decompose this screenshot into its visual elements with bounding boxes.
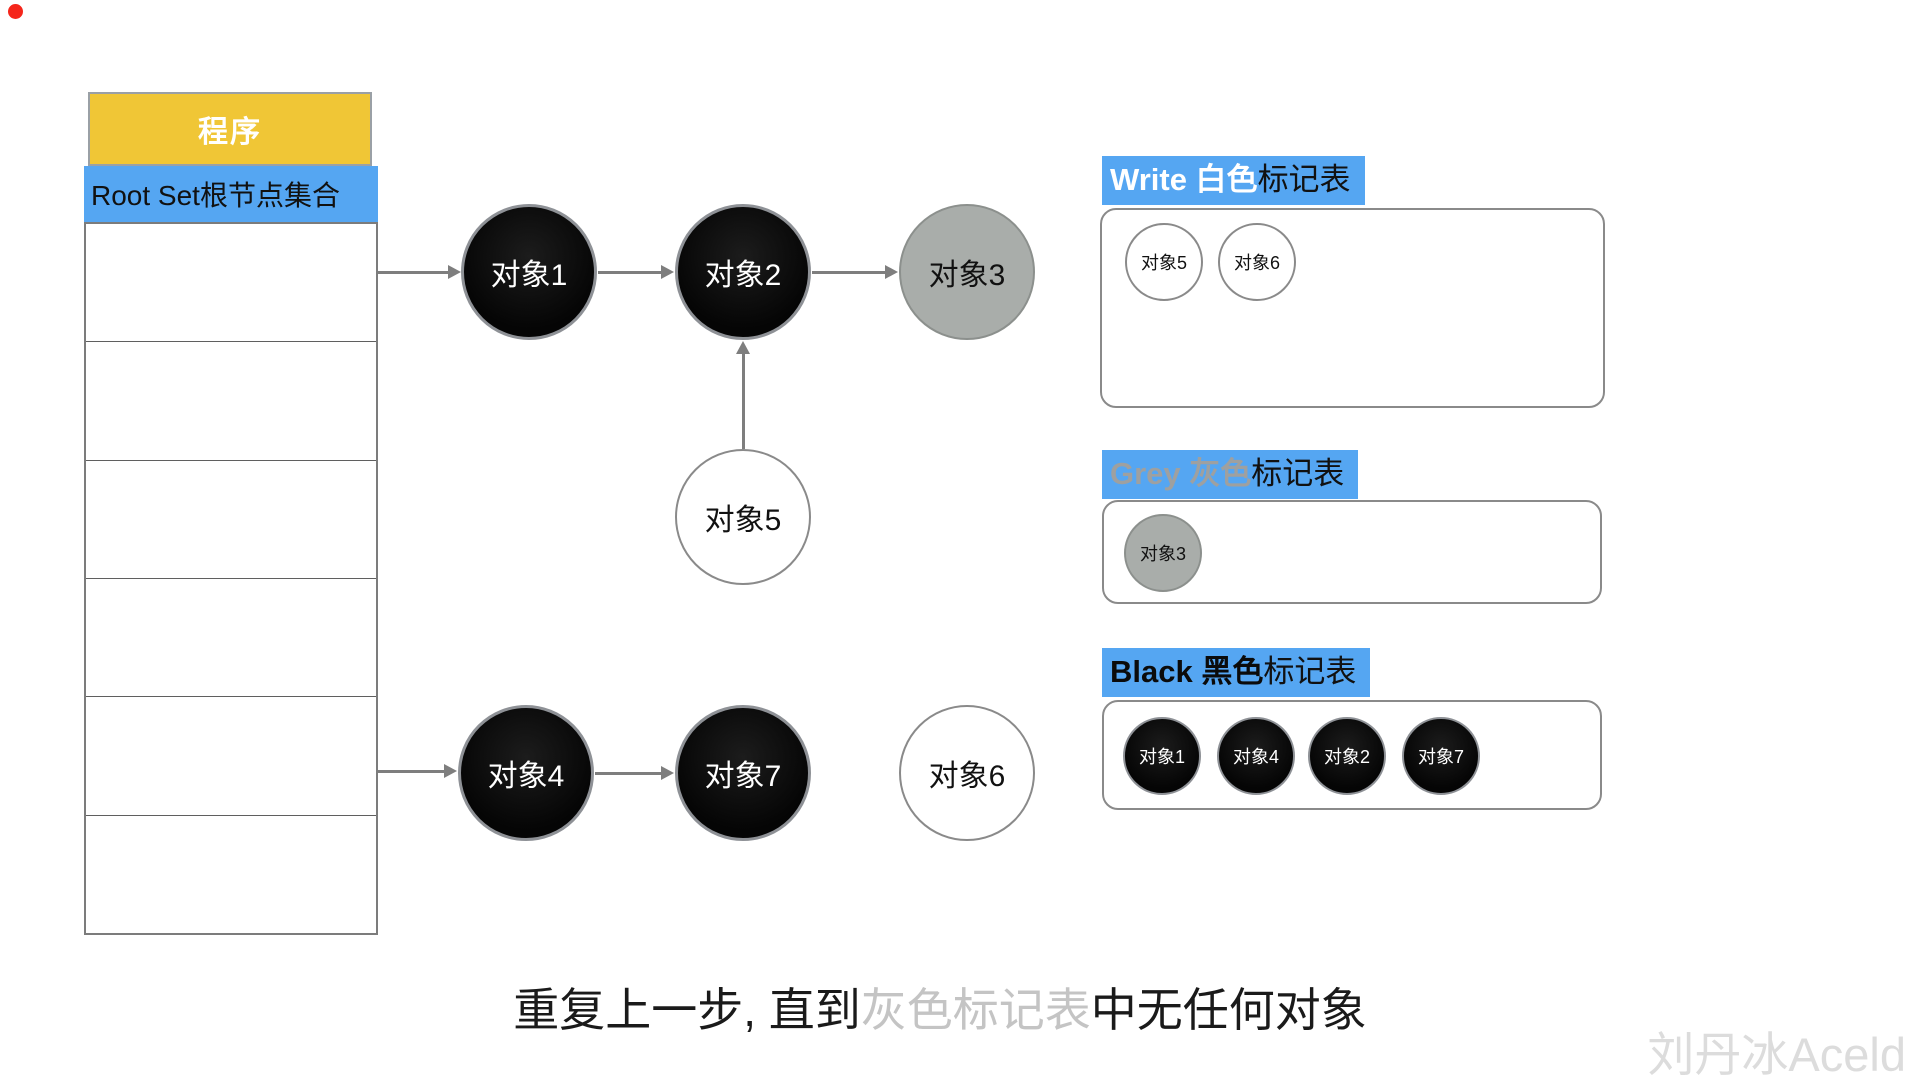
mark-item-label: 对象2: [1323, 747, 1370, 767]
graph-node-label: 对象1: [490, 259, 568, 292]
memory-cell: [86, 697, 376, 816]
white-mark-item-obj6: 对象6: [1218, 223, 1296, 301]
memory-cell: [86, 342, 376, 461]
arrow-obj5-to-obj2: [742, 354, 745, 449]
graph-node-obj3: 对象3: [899, 204, 1035, 340]
caption-highlight: 灰色标记表: [860, 984, 1091, 1036]
graph-node-obj7: 对象7: [675, 705, 811, 841]
caption-pre: 重复上一步, 直到: [513, 984, 861, 1036]
black-mark-table-title: Black 黑色标记表: [1102, 648, 1371, 698]
arrowhead-icon: [885, 265, 898, 279]
grey-mark-table-title: Grey 灰色标记表: [1102, 450, 1359, 500]
mark-item-label: 对象4: [1232, 747, 1279, 767]
caption: 重复上一步, 直到灰色标记表中无任何对象: [0, 974, 1880, 1040]
memory-cell: [86, 224, 376, 343]
mark-item-label: 对象6: [1233, 253, 1280, 273]
grey-title-highlight: Grey 灰色: [1110, 456, 1252, 491]
mark-item-label: 对象5: [1140, 253, 1187, 273]
grey-title-rest: 标记表: [1251, 456, 1345, 491]
arrow-root-to-obj4: [378, 770, 444, 773]
watermark: 刘丹冰Aceld: [1647, 1028, 1906, 1080]
black-mark-item-obj2: 对象2: [1308, 717, 1386, 795]
program-table-header: 程序: [88, 92, 372, 166]
caption-post: 中无任何对象: [1090, 984, 1367, 1036]
black-title-rest: 标记表: [1263, 654, 1357, 689]
graph-node-label: 对象2: [704, 259, 782, 292]
arrowhead-icon: [444, 764, 457, 778]
arrow-obj4-to-obj7: [595, 772, 661, 775]
grey-mark-item-obj3: 对象3: [1124, 514, 1202, 592]
graph-node-label: 对象5: [704, 504, 782, 537]
recording-dot-icon: [8, 4, 23, 19]
arrowhead-icon: [661, 265, 674, 279]
white-title-highlight: Write 白色: [1110, 162, 1258, 197]
graph-node-label: 对象3: [928, 259, 1006, 292]
black-mark-item-obj4: 对象4: [1217, 717, 1295, 795]
white-mark-table-title: Write 白色标记表: [1102, 156, 1365, 206]
black-mark-item-obj7: 对象7: [1402, 717, 1480, 795]
arrow-obj2-to-obj3: [812, 271, 885, 274]
mark-item-label: 对象1: [1138, 747, 1185, 767]
graph-node-obj6: 对象6: [899, 705, 1035, 841]
program-memory-table: [84, 222, 378, 935]
mark-item-label: 对象3: [1139, 544, 1186, 564]
white-mark-item-obj5: 对象5: [1125, 223, 1203, 301]
arrow-obj1-to-obj2: [598, 271, 661, 274]
arrow-root-to-obj1: [378, 271, 448, 274]
arrowhead-icon: [661, 766, 674, 780]
graph-node-obj5: 对象5: [675, 449, 811, 585]
arrowhead-icon: [448, 265, 461, 279]
arrowhead-icon: [736, 341, 750, 354]
memory-cell: [86, 461, 376, 579]
white-title-rest: 标记表: [1257, 162, 1351, 197]
black-title-highlight: Black 黑色: [1110, 654, 1264, 689]
black-mark-item-obj1: 对象1: [1123, 717, 1201, 795]
graph-node-obj1: 对象1: [461, 204, 597, 340]
mark-item-label: 对象7: [1417, 747, 1464, 767]
memory-cell: [86, 579, 376, 698]
graph-node-label: 对象6: [928, 760, 1006, 793]
graph-node-obj4: 对象4: [458, 705, 594, 841]
memory-cell: [86, 816, 376, 933]
graph-node-label: 对象4: [487, 760, 565, 793]
root-set-row: Root Set根节点集合: [84, 166, 378, 222]
graph-node-label: 对象7: [704, 760, 782, 793]
graph-node-obj2: 对象2: [675, 204, 811, 340]
